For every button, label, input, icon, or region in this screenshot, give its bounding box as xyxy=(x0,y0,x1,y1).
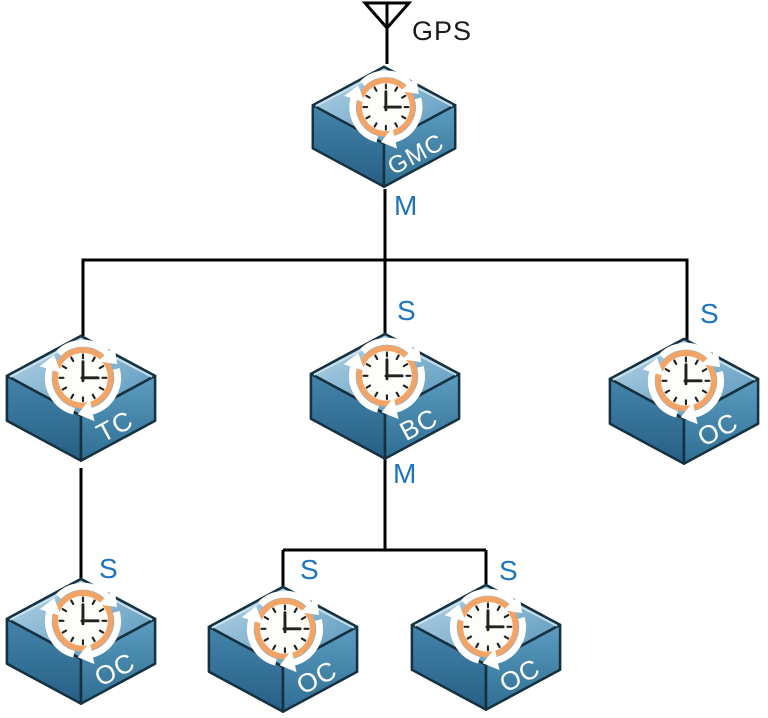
port-label-bc-slave: S xyxy=(397,295,416,326)
node-gmc: GMC xyxy=(309,63,459,191)
port-label-oc-bottom-middle-slave: S xyxy=(300,554,319,585)
node-oc-bottom-right: OC xyxy=(408,581,564,714)
rotating-clock-switch-icon: GMC xyxy=(309,63,459,191)
rotating-clock-switch-icon: OC xyxy=(606,335,762,468)
node-tc: TC xyxy=(3,332,159,465)
node-oc-bottom-middle: OC xyxy=(205,583,361,716)
rotating-clock-switch-icon: TC xyxy=(3,332,159,465)
gps-antenna-icon xyxy=(361,1,413,64)
rotating-clock-switch-icon: OC xyxy=(3,575,159,708)
rotating-clock-switch-icon: BC xyxy=(307,330,463,463)
rotating-clock-switch-icon: OC xyxy=(408,581,564,714)
node-oc-right: OC xyxy=(606,335,762,468)
port-label-oc-bottom-left-slave: S xyxy=(99,553,118,584)
port-label-gmc-master: M xyxy=(394,190,418,221)
rotating-clock-switch-icon: OC xyxy=(205,583,361,716)
port-label-oc-right-slave: S xyxy=(700,298,719,329)
port-label-bc-master: M xyxy=(393,458,417,489)
node-bc: BC xyxy=(307,330,463,463)
node-oc-bottom-left: OC xyxy=(3,575,159,708)
port-label-oc-bottom-right-slave: S xyxy=(499,555,518,586)
gps-label: GPS xyxy=(412,16,473,46)
